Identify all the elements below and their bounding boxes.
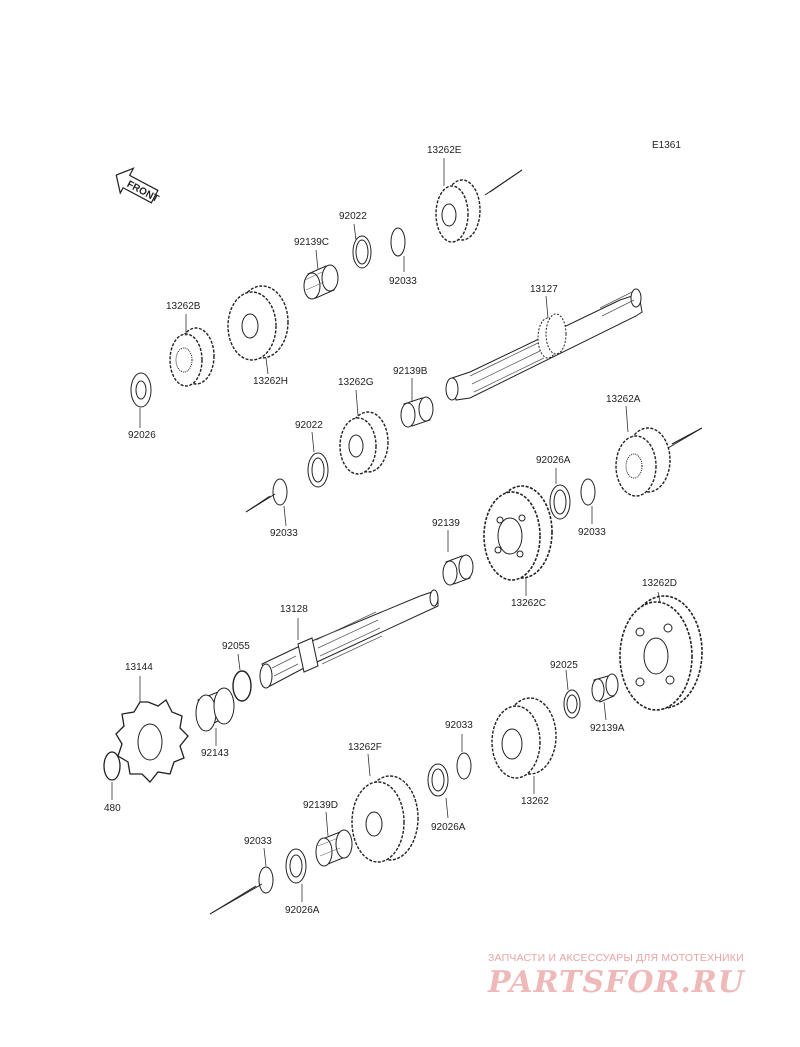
- leader-lines: [111, 158, 661, 902]
- watermark-logo: PARTSFOR.RU: [488, 965, 745, 1000]
- part-label-92022-mid[interactable]: 92022: [295, 420, 323, 431]
- part-label-92026A-mid[interactable]: 92026A: [431, 822, 466, 833]
- part-label-92026A-bottom[interactable]: 92026A: [285, 905, 320, 916]
- collar-92143[interactable]: [195, 687, 235, 732]
- circlip-92033-mid[interactable]: [272, 478, 288, 506]
- part-label-13262G[interactable]: 13262G: [338, 377, 374, 388]
- part-label-92139B[interactable]: 92139B: [393, 366, 428, 377]
- circlip-92033-low[interactable]: [456, 752, 472, 780]
- part-label-13262F[interactable]: 13262F: [348, 742, 382, 753]
- part-label-92026[interactable]: 92026: [128, 430, 156, 441]
- watermark-caption: ЗАПЧАСТИ И АКСЕССУАРЫ ДЛЯ МОТОТЕХНИКИ: [488, 952, 744, 964]
- front-arrow-icon: FRONT: [115, 167, 160, 205]
- gear-13262E[interactable]: [435, 179, 481, 243]
- diagram-code: E1361: [652, 140, 681, 151]
- part-label-92033-bottom[interactable]: 92033: [244, 836, 272, 847]
- part-label-92033-mid[interactable]: 92033: [270, 528, 298, 539]
- ring-92055[interactable]: [232, 670, 252, 702]
- gear-13262A[interactable]: [615, 427, 671, 497]
- gear-13262C[interactable]: [483, 485, 553, 581]
- gear-13262[interactable]: [491, 697, 557, 779]
- bushing-92139[interactable]: [442, 554, 474, 586]
- part-label-13262C[interactable]: 13262C: [511, 598, 547, 609]
- gear-13262B[interactable]: [169, 327, 215, 387]
- part-label-13262D[interactable]: 13262D: [642, 578, 678, 589]
- gear-13262F[interactable]: [351, 775, 419, 863]
- gear-13262D[interactable]: [619, 595, 703, 711]
- circlip-92033-right[interactable]: [580, 478, 596, 506]
- part-label-92143[interactable]: 92143: [201, 748, 229, 759]
- part-label-92026A-upper[interactable]: 92026A: [536, 455, 571, 466]
- part-label-92033-low[interactable]: 92033: [445, 720, 473, 731]
- bushing-92139A[interactable]: [591, 673, 619, 703]
- washer-92026[interactable]: [130, 372, 152, 408]
- part-label-92139D[interactable]: 92139D: [303, 800, 339, 811]
- part-label-92055[interactable]: 92055: [222, 641, 250, 652]
- shaft-13128[interactable]: [259, 589, 439, 689]
- part-label-13144[interactable]: 13144: [125, 662, 153, 673]
- circlip-92033-bottom[interactable]: [258, 866, 274, 894]
- part-label-13127[interactable]: 13127: [530, 284, 558, 295]
- bearing-92139D[interactable]: [315, 829, 353, 867]
- part-label-13262A[interactable]: 13262A: [606, 394, 641, 405]
- gear-13262H[interactable]: [227, 285, 289, 361]
- part-label-92139A[interactable]: 92139A: [590, 723, 625, 734]
- part-label-480[interactable]: 480: [104, 803, 121, 814]
- part-label-92033-right[interactable]: 92033: [578, 527, 606, 538]
- watermark: ЗАПЧАСТИ И АКСЕССУАРЫ ДЛЯ МОТОТЕХНИКИ PA…: [488, 952, 788, 1000]
- part-label-13128[interactable]: 13128: [280, 604, 308, 615]
- sprocket-13144[interactable]: [115, 699, 189, 783]
- part-label-13262B[interactable]: 13262B: [166, 301, 201, 312]
- part-label-13262E[interactable]: 13262E: [427, 145, 462, 156]
- bushing-92139B[interactable]: [400, 396, 434, 428]
- circlip-92033-top[interactable]: [390, 227, 406, 257]
- gear-13262G[interactable]: [339, 411, 389, 475]
- part-label-92033-top[interactable]: 92033: [389, 276, 417, 287]
- bearing-92139C[interactable]: [303, 264, 339, 300]
- part-label-13262H[interactable]: 13262H: [253, 376, 289, 387]
- part-label-92139[interactable]: 92139: [432, 518, 460, 529]
- gear-13127[interactable]: [537, 313, 567, 359]
- circlip-480[interactable]: [103, 751, 121, 781]
- part-label-13262[interactable]: 13262: [521, 796, 549, 807]
- part-label-92139C[interactable]: 92139C: [294, 237, 330, 248]
- part-label-92022-top[interactable]: 92022: [339, 211, 367, 222]
- part-label-92025[interactable]: 92025: [550, 660, 578, 671]
